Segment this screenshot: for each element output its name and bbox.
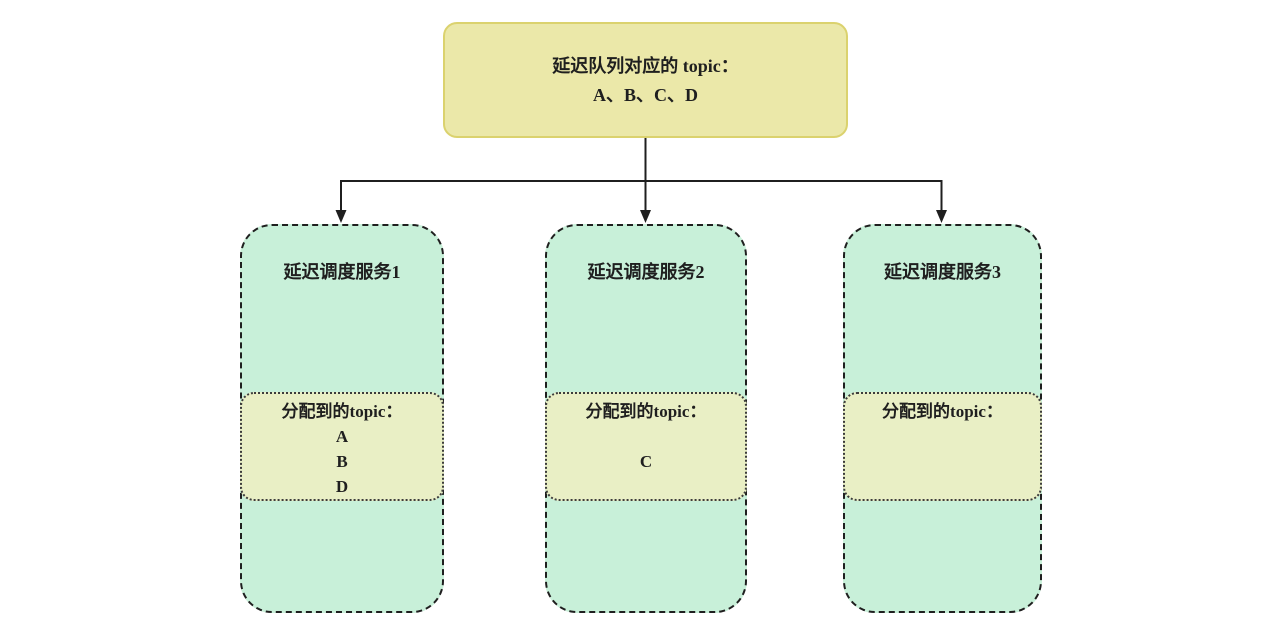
service-title: 延迟调度服务3	[884, 262, 1001, 282]
connector-horizontal-line	[340, 180, 943, 213]
service-title: 延迟调度服务1	[283, 262, 401, 282]
arrow-head-center	[640, 210, 651, 223]
delay-queue-topics-title: 延迟队列对应的 topic：	[552, 55, 739, 76]
assigned-topics-label: 分配到的topic：	[882, 402, 1003, 421]
service-box-2: 延迟调度服务2 分配到的topic： C	[545, 224, 747, 613]
assigned-topics-box: 分配到的topic： A B D	[240, 392, 444, 501]
assigned-topics-box: 分配到的topic：	[843, 392, 1042, 501]
assigned-topics-label: 分配到的topic：	[281, 402, 403, 421]
service-title: 延迟调度服务2	[587, 262, 705, 282]
topic-line: D	[335, 477, 349, 496]
service-box-3: 延迟调度服务3 分配到的topic：	[843, 224, 1042, 613]
topic-line: A	[335, 427, 349, 446]
arrow-head-right	[936, 210, 947, 223]
arrow-head-left	[335, 210, 347, 223]
delay-queue-topics-list: A、B、C、D	[592, 84, 698, 105]
topic-line: B	[336, 452, 348, 471]
topic-line: C	[639, 452, 653, 471]
service-box-1: 延迟调度服务1 分配到的topic： A B D	[240, 224, 444, 613]
assigned-topics-label: 分配到的topic：	[585, 402, 707, 421]
topic-line	[547, 424, 745, 449]
delay-queue-topics-box: 延迟队列对应的 topic： A、B、C、D	[443, 22, 848, 138]
assigned-topics-box: 分配到的topic： C	[545, 392, 747, 501]
